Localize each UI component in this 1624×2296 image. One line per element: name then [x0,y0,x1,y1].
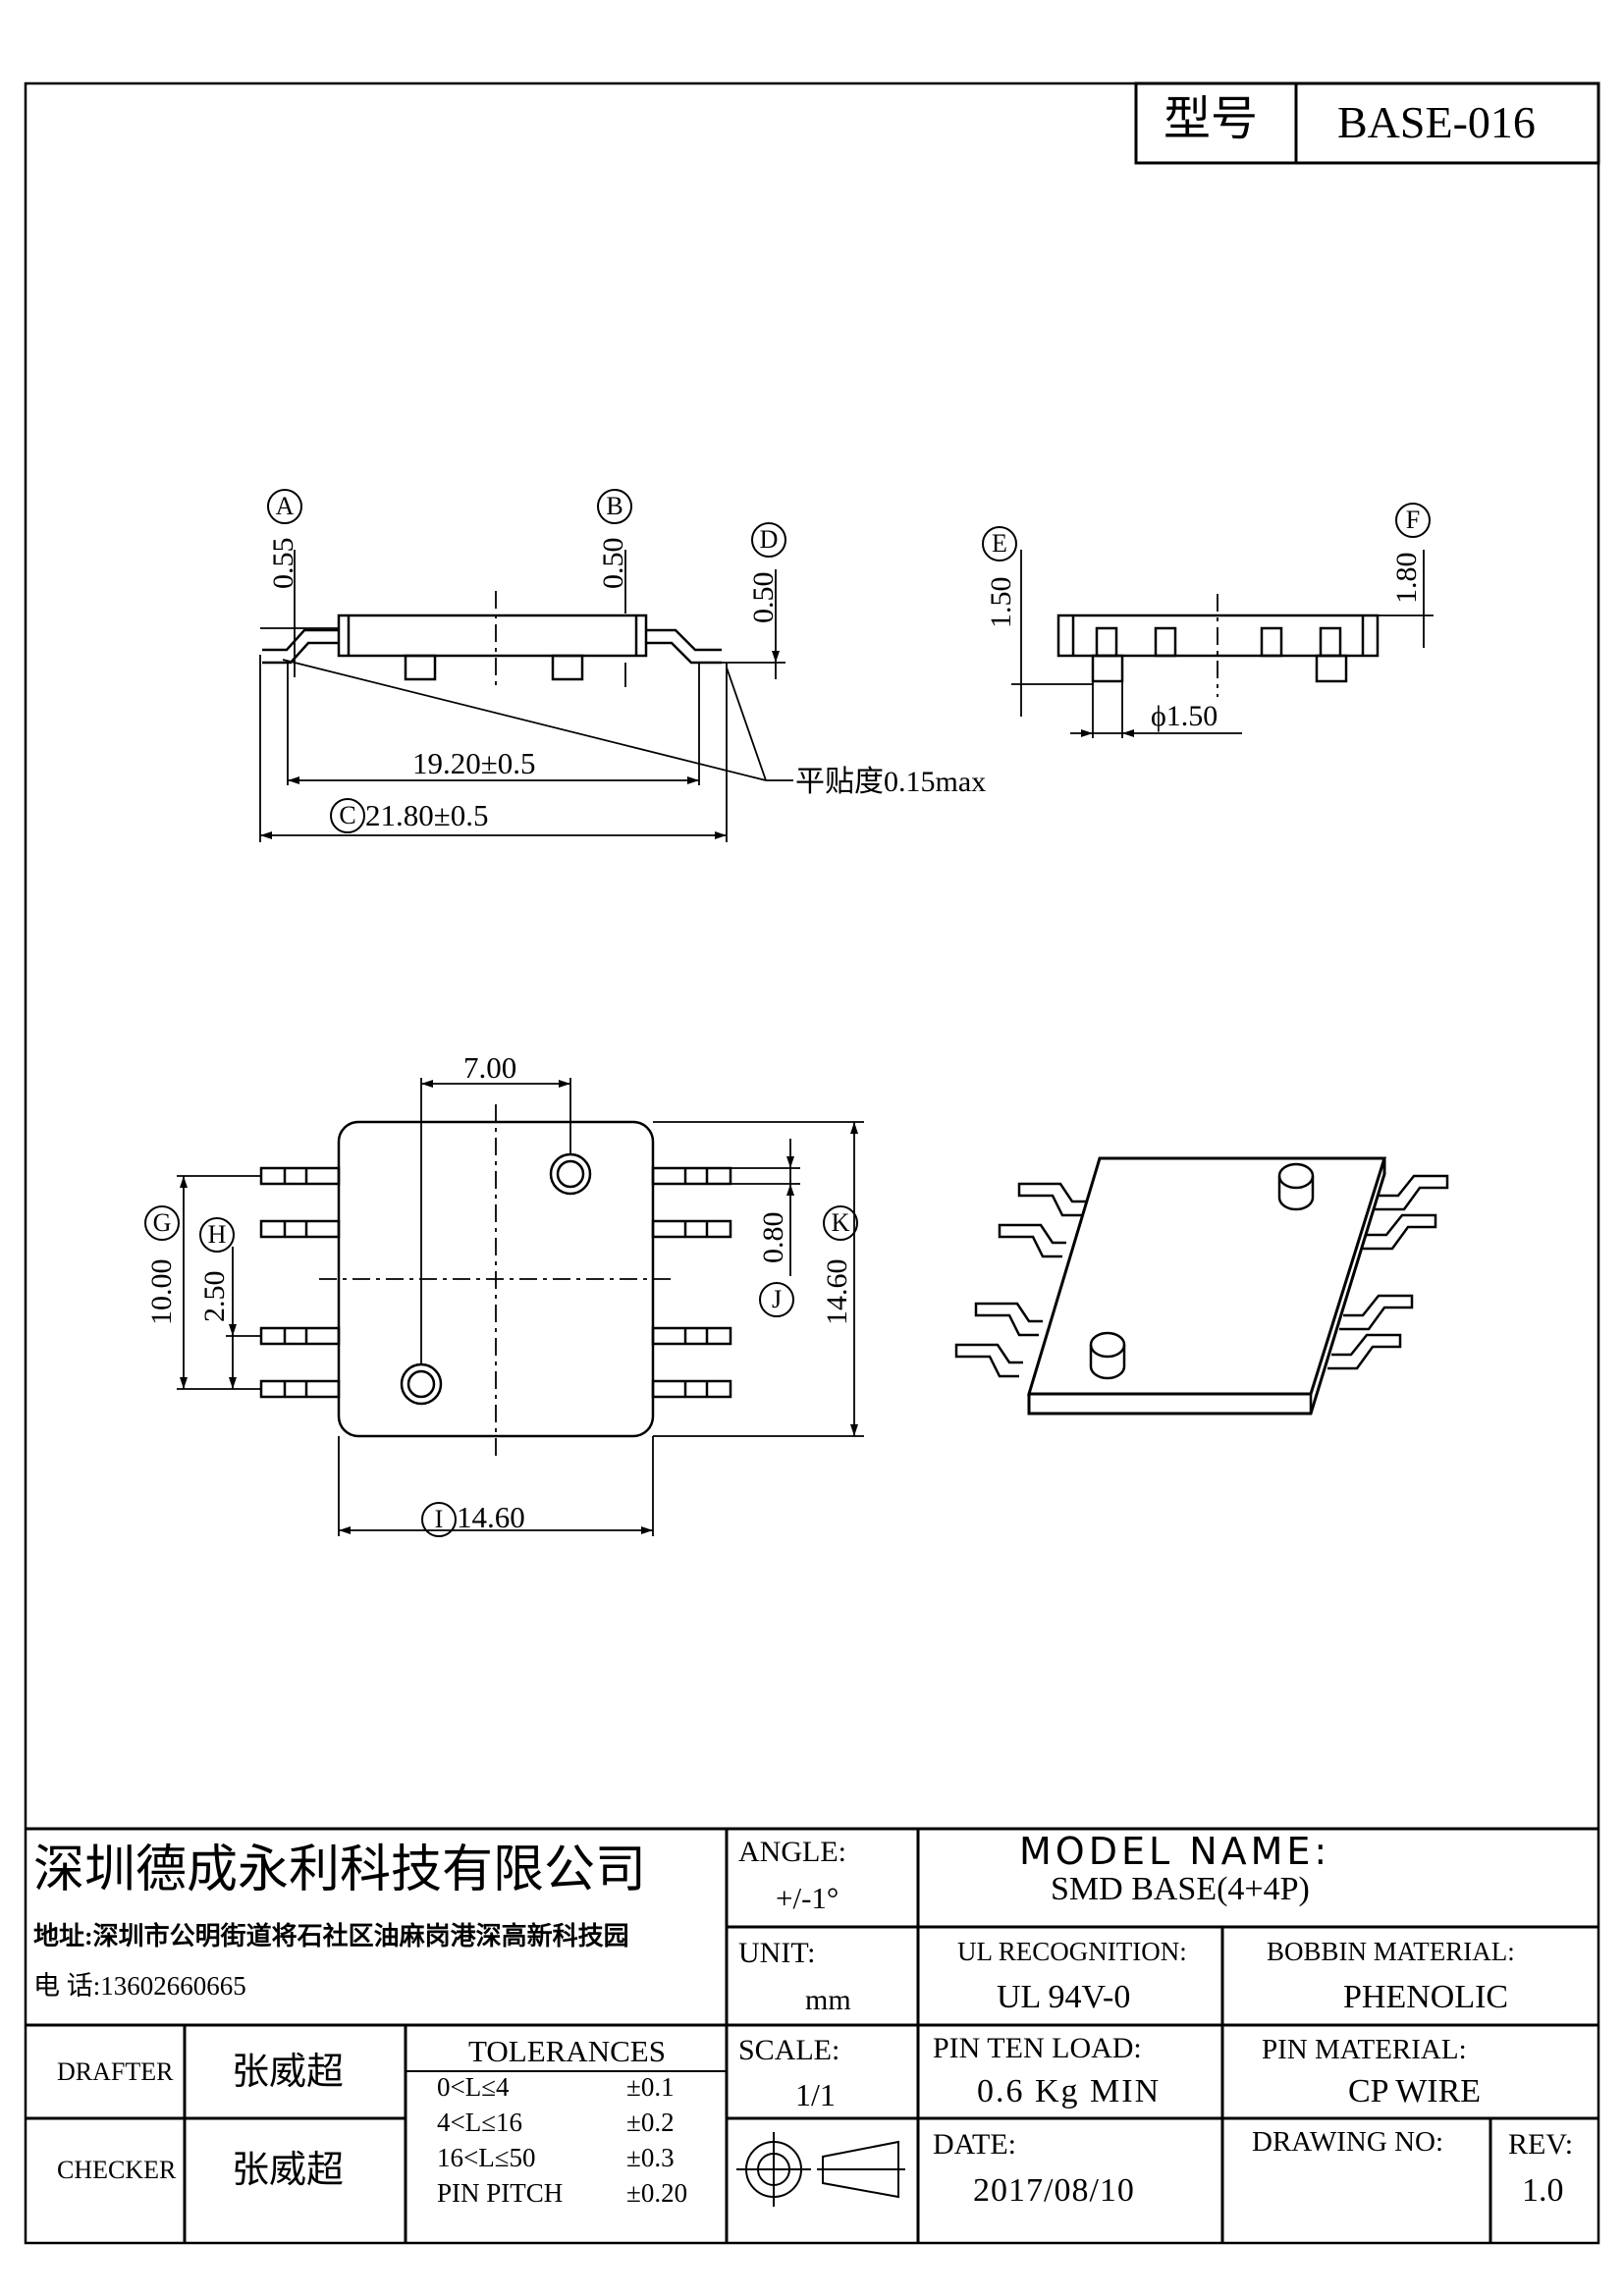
dim-d: 0.50 [747,571,780,624]
side-view-arrows [260,651,780,839]
ref-circle-k: K [823,1205,858,1241]
date-label: DATE: [933,2128,1016,2161]
unit-value: mm [805,1984,851,2016]
dim-b: 0.50 [597,537,629,590]
rev-cell: REV: 1.0 [1492,2120,1597,2242]
ref-circle-f: F [1395,503,1431,538]
pin-load-value: 0.6 Kg MIN [977,2073,1162,2109]
ul-label: UL RECOGNITION: [957,1937,1187,1966]
tolerance-range: PIN PITCH [437,2178,564,2208]
unit-label: UNIT: [738,1937,816,1969]
ref-circle-b: B [597,489,632,524]
isometric-view [954,1156,1449,1415]
drafter-value: 张威超 [232,2052,345,2093]
ref-circle-a: A [267,489,302,524]
tolerance-range: 4<L≤16 [437,2108,523,2137]
end-view [1011,550,1434,738]
side-view [259,550,793,842]
dim-a: 0.55 [267,537,299,590]
dim-e: 1.50 [985,576,1017,629]
tolerance-value: ±0.3 [626,2143,675,2172]
date-cell: DATE: 2017/08/10 [920,2120,1220,2242]
model-value: BASE-016 [1337,97,1536,147]
title-block-lines [26,1827,1598,2243]
dim-flatness: 平贴度0.15max [795,766,987,798]
tolerance-value: ±0.1 [626,2074,675,2102]
company-address: 地址:深圳市公明街道将石社区油麻岗港深高新科技园 [33,1922,629,1950]
dim-inner-width: 19.20±0.5 [412,746,536,780]
ref-circle-e: E [982,526,1017,561]
dim-k: 14.60 [821,1258,853,1326]
ul-value: UL 94V-0 [997,1979,1131,2015]
tolerance-range: 16<L≤50 [437,2143,536,2172]
dim-pin-dia: ϕ1.50 [1151,700,1218,732]
sheet-border [24,81,1600,2245]
angle-label: ANGLE: [738,1836,846,1868]
pin-material-label: PIN MATERIAL: [1262,2034,1467,2065]
dim-pin-offset: 7.00 [463,1050,517,1085]
tolerance-range: 0<L≤4 [437,2074,510,2102]
pin-load-label: PIN TEN LOAD: [933,2032,1142,2064]
company-name: 深圳德成永利科技有限公司 [33,1842,647,1898]
projection-symbol-icon [736,2132,905,2207]
model-header-box [1134,81,1600,165]
ref-circle-c: C [330,798,365,833]
dim-j: 0.80 [757,1211,789,1264]
company-phone: 电 话:13602660665 [33,1971,246,2001]
dim-h: 2.50 [198,1270,231,1323]
dim-g: 10.00 [145,1258,178,1326]
ref-circle-i: I [421,1502,457,1537]
dim-i: 14.60 [457,1500,525,1534]
ref-circle-j: J [759,1282,794,1317]
drawing-no-label: DRAWING NO: [1252,2126,1444,2158]
ref-circle-h: H [199,1217,235,1253]
tolerance-value: ±0.2 [626,2108,675,2137]
dim-overall-width: 21.80±0.5 [365,798,489,832]
tolerances-label: TOLERANCES [468,2034,666,2068]
tolerance-table: 0<L≤4 ±0.1 4<L≤16 ±0.2 16<L≤50 ±0.3 PIN … [437,2074,722,2241]
ref-circle-d: D [751,522,786,558]
ref-circle-g: G [144,1205,180,1241]
model-name-value: SMD BASE(4+4P) [1051,1871,1310,1907]
top-view [177,1078,864,1536]
rev-label: REV: [1508,2128,1574,2161]
model-label: 型号 [1164,93,1259,145]
scale-label: SCALE: [738,2034,840,2066]
rev-value: 1.0 [1522,2172,1564,2209]
dim-f: 1.80 [1390,552,1423,605]
drafter-label: DRAFTER [57,2057,174,2086]
tolerance-value: ±0.20 [626,2178,688,2208]
scale-value: 1/1 [795,2077,836,2112]
bobbin-label: BOBBIN MATERIAL: [1267,1937,1515,1966]
date-value: 2017/08/10 [973,2172,1135,2209]
bobbin-value: PHENOLIC [1343,1979,1509,2015]
model-name-label: MODEL NAME: [1019,1830,1331,1873]
checker-label: CHECKER [57,2156,177,2184]
checker-value: 张威超 [232,2150,345,2191]
pin-material-value: CP WIRE [1348,2073,1482,2109]
angle-value: +/-1° [776,1881,839,1915]
